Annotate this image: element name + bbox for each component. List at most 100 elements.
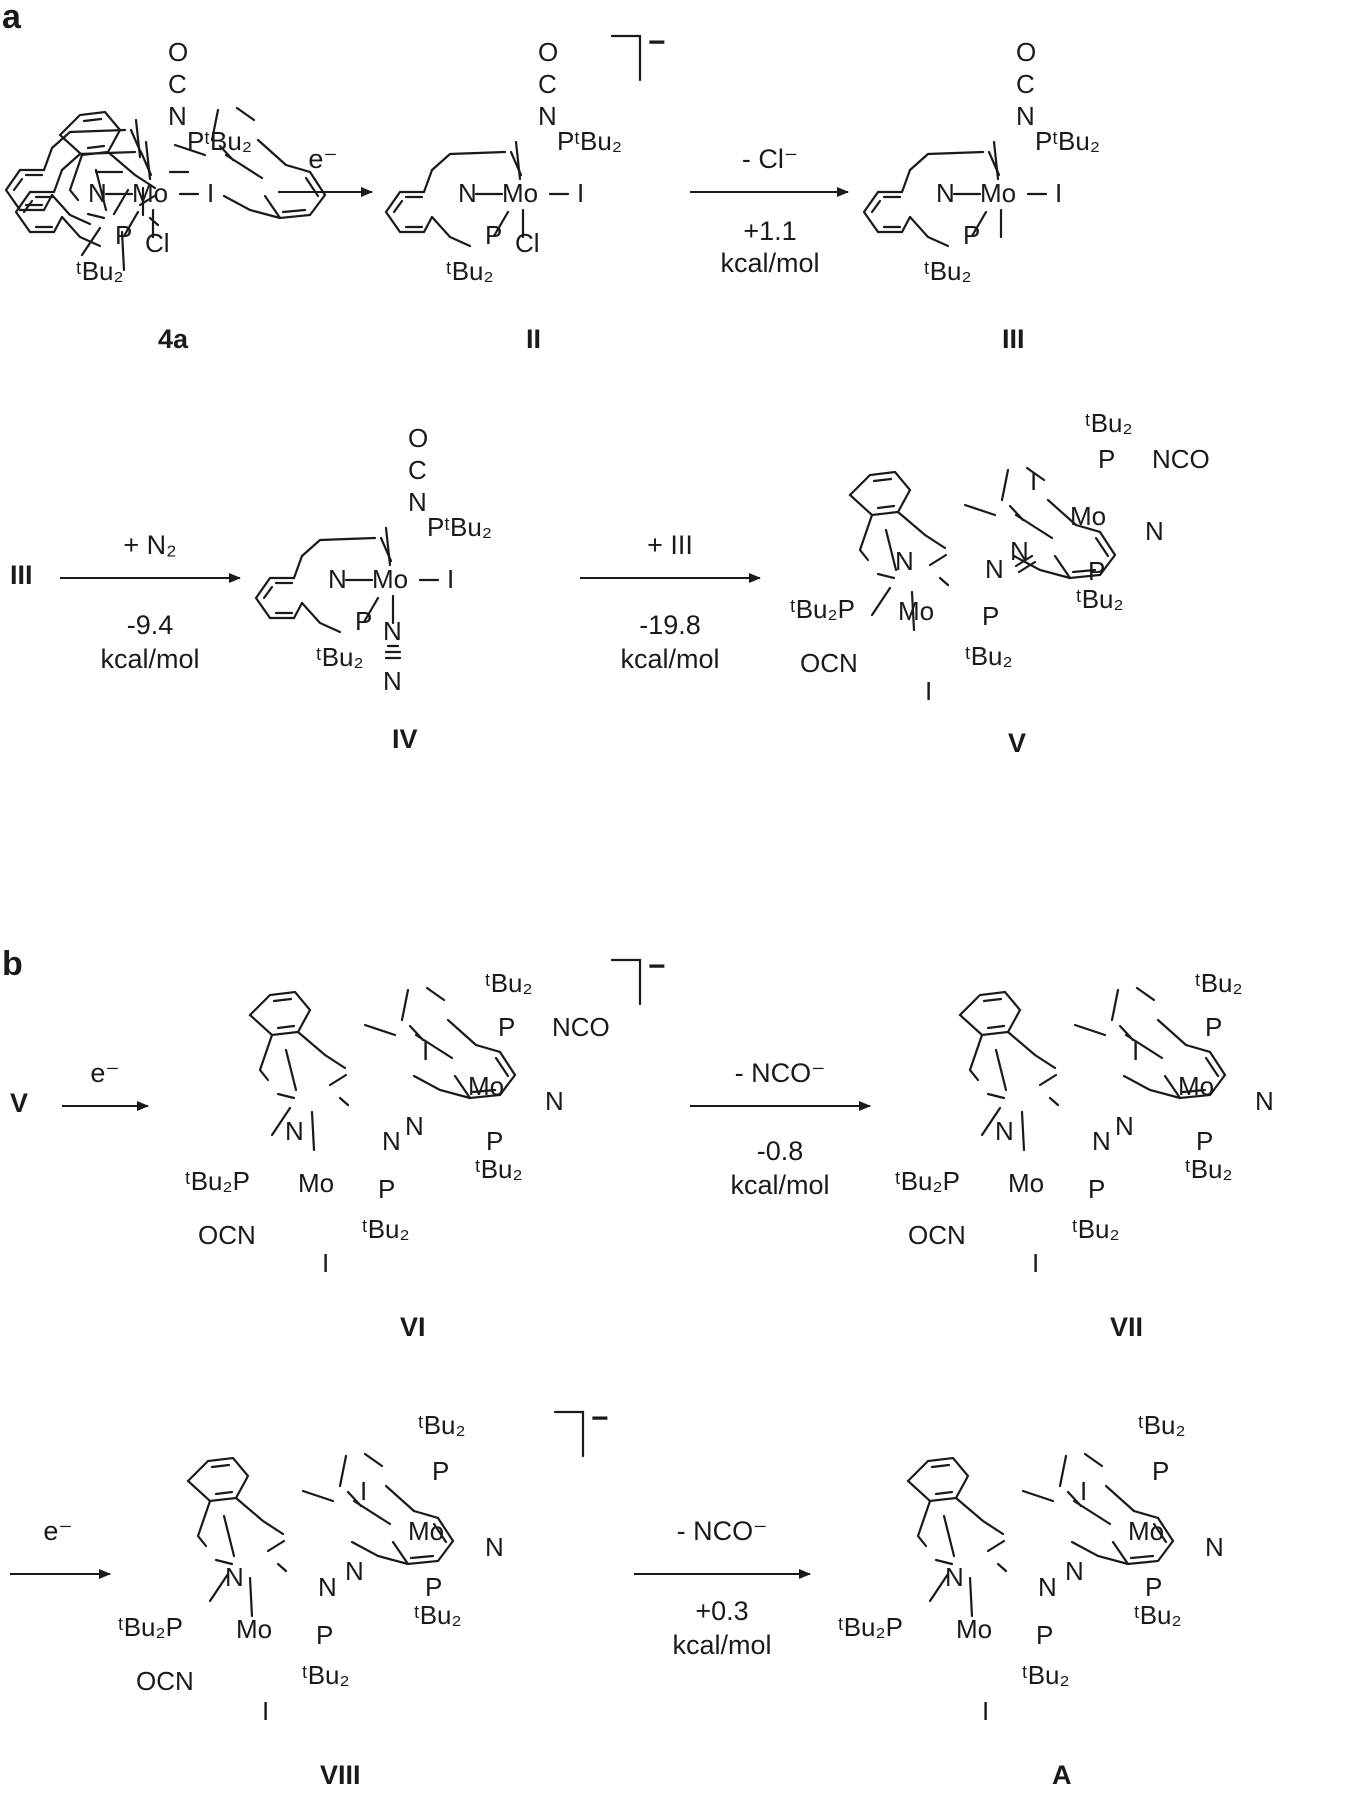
atom-tBu2: ᵗBu₂ <box>1085 408 1133 438</box>
arrow-b3: e⁻ <box>10 1516 111 1579</box>
arrow-condition: - NCO⁻ <box>677 1516 768 1546</box>
atom-N: N <box>383 616 402 646</box>
atom-P: P <box>316 1620 333 1650</box>
compound-VI: ᵗBu₂ P NCO I Mo N P ᵗBu₂ N N N ᵗBu₂P Mo … <box>185 950 666 1342</box>
atom-Mo: Mo <box>898 596 934 626</box>
atom-P: P <box>1205 1012 1222 1042</box>
atom-PtBu2: PᵗBu₂ <box>1035 126 1100 156</box>
atom-tBu2: ᵗBu₂ <box>76 256 124 286</box>
arrow-b1: e⁻ <box>62 1058 149 1111</box>
atom-P: P <box>486 1126 503 1156</box>
atom-Mo: Mo <box>502 178 538 208</box>
atom-tBu2P: ᵗBu₂P <box>185 1166 250 1196</box>
atom-tBu2: ᵗBu₂ <box>1076 584 1124 614</box>
atom-P: P <box>425 1572 442 1602</box>
compound-III: O C N PᵗBu₂ N Mo I P ᵗBu₂ III <box>862 37 1100 354</box>
atom-I: I <box>577 178 584 208</box>
atom-P: P <box>1088 1174 1105 1204</box>
compound-VII: ᵗBu₂ P I Mo N P ᵗBu₂ N N N ᵗBu₂P Mo P ᵗB… <box>895 968 1274 1342</box>
atom-OCN: OCN <box>908 1220 966 1250</box>
atom-I: I <box>925 676 932 706</box>
atom-P: P <box>1196 1126 1213 1156</box>
atom-tBu2: ᵗBu₂ <box>362 1214 410 1244</box>
atom-I: I <box>1080 1476 1087 1506</box>
charge-bracket <box>610 34 642 82</box>
atom-P: P <box>982 601 999 631</box>
atom-PtBu2: PᵗBu₂ <box>427 512 492 542</box>
atom-Cl: Cl <box>145 228 170 258</box>
atom-Cl: Cl <box>515 228 540 258</box>
atom-I: I <box>1055 178 1062 208</box>
atom-P: P <box>378 1174 395 1204</box>
label-V: V <box>1008 728 1026 758</box>
compound-V: ᵗBu₂ P NCO I Mo N P ᵗBu₂ N N N ᵗBu₂P Mo … <box>790 408 1210 758</box>
atom-tBu2P: ᵗBu₂P <box>895 1166 960 1196</box>
atom-P: P <box>1088 556 1105 586</box>
atom-Mo: Mo <box>956 1614 992 1644</box>
label-II: II <box>526 324 541 354</box>
atom-OCN: OCN <box>136 1666 194 1696</box>
label-4a: 4a <box>158 324 189 354</box>
atom-N: N <box>485 1532 504 1562</box>
label-VII: VII <box>1110 1312 1143 1342</box>
atom-tBu2: ᵗBu₂ <box>418 1410 466 1440</box>
atom-P: P <box>355 606 372 636</box>
atom-tBu2: ᵗBu₂ <box>1072 1214 1120 1244</box>
label-VIII: VIII <box>320 1760 361 1790</box>
atom-N: N <box>1065 1556 1084 1586</box>
charge-bracket <box>553 1410 585 1458</box>
label-IV: IV <box>392 724 418 754</box>
atom-P: P <box>1098 444 1115 474</box>
atom-P: P <box>485 220 502 250</box>
start-III: III <box>10 560 33 590</box>
atom-N: N <box>345 1556 364 1586</box>
atom-tBu2: ᵗBu₂ <box>1022 1660 1070 1690</box>
monomer-complex-template <box>4 118 190 226</box>
arrow-energy: -19.8 <box>639 610 701 640</box>
atom-I: I <box>207 178 214 208</box>
arrow-energy-unit: kcal/mol <box>100 644 199 674</box>
atom-P: P <box>1152 1456 1169 1486</box>
atom-N: N <box>458 178 477 208</box>
atom-N: N <box>995 1116 1014 1146</box>
atom-I: I <box>447 564 454 594</box>
atom-O: O <box>168 37 188 67</box>
atom-tBu2: ᵗBu₂ <box>475 1154 523 1184</box>
atom-N: N <box>408 487 427 517</box>
arrow-condition: - NCO⁻ <box>735 1058 826 1088</box>
compound-A: ᵗBu₂ P I Mo N P ᵗBu₂ N N N ᵗBu₂P Mo P ᵗB… <box>838 1410 1224 1790</box>
atom-P: P <box>115 220 132 250</box>
atom-Mo: Mo <box>468 1071 504 1101</box>
atom-O: O <box>538 37 558 67</box>
arrow-energy-unit: kcal/mol <box>730 1170 829 1200</box>
atom-Mo: Mo <box>1128 1516 1164 1546</box>
atom-Mo: Mo <box>236 1614 272 1644</box>
atom-Mo: Mo <box>1008 1168 1044 1198</box>
atom-OCN: OCN <box>198 1220 256 1250</box>
atom-C: C <box>168 69 187 99</box>
atom-N: N <box>985 554 1004 584</box>
start-V: V <box>10 1088 28 1118</box>
atom-I: I <box>1132 1036 1139 1066</box>
compound-II: O C N PᵗBu₂ N Mo I P Cl ᵗBu₂ − II <box>384 26 666 354</box>
arrow-energy: +0.3 <box>695 1596 748 1626</box>
atom-N: N <box>225 1562 244 1592</box>
atom-tBu2P: ᵗBu₂P <box>790 594 855 624</box>
atom-I: I <box>422 1036 429 1066</box>
atom-O: O <box>1016 37 1036 67</box>
atom-tBu2P: ᵗBu₂P <box>838 1612 903 1642</box>
atom-P: P <box>498 1012 515 1042</box>
atom-N: N <box>1115 1111 1134 1141</box>
atom-tBu2: ᵗBu₂ <box>965 641 1013 671</box>
atom-Mo: Mo <box>980 178 1016 208</box>
atom-Mo: Mo <box>298 1168 334 1198</box>
atom-N: N <box>936 178 955 208</box>
compound-IV: O C N PᵗBu₂ N Mo I P ᵗBu₂ N N IV <box>254 423 492 754</box>
atom-PtBu2: PᵗBu₂ <box>557 126 622 156</box>
atom-N: N <box>1205 1532 1224 1562</box>
compound-4a: O C N PᵗBu₂ N Mo I P Cl ᵗBu₂ 4a <box>14 37 252 354</box>
atom-N: N <box>1010 536 1029 566</box>
atom-I: I <box>262 1696 269 1726</box>
charge-sign: − <box>591 1402 609 1435</box>
